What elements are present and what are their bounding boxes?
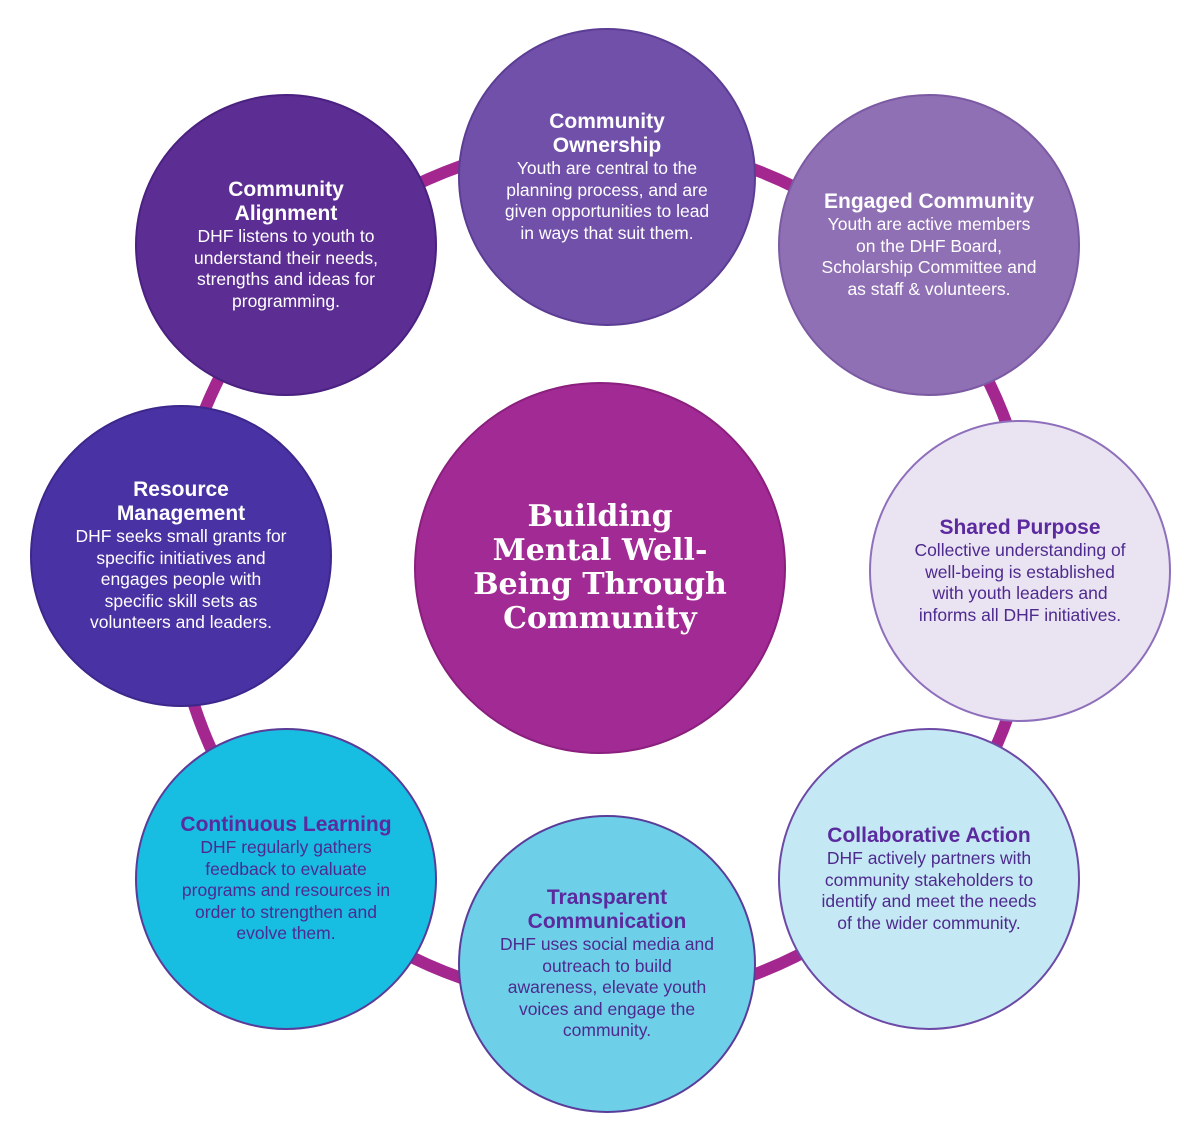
- center-title: Building Mental Well-Being Through Commu…: [473, 499, 727, 636]
- node-description: DHF listens to youth to understand their…: [194, 226, 378, 311]
- node-collaborative-action: Collaborative Action DHF actively partne…: [778, 728, 1080, 1030]
- node-description: DHF regularly gathers feedback to evalua…: [181, 837, 391, 944]
- node-title: Community Ownership: [549, 110, 665, 157]
- node-description: Youth are active members on the DHF Boar…: [821, 214, 1037, 299]
- node-description: Youth are central to the planning proces…: [504, 158, 710, 243]
- node-shared-purpose: Shared Purpose Collective understanding …: [869, 420, 1171, 722]
- node-transparent-communication: Transparent Communication DHF uses socia…: [458, 815, 756, 1113]
- node-title: Shared Purpose: [939, 516, 1101, 539]
- node-title: Engaged Community: [823, 190, 1034, 213]
- node-description: Collective understanding of well-being i…: [914, 540, 1126, 625]
- node-community-alignment: Community Alignment DHF listens to youth…: [135, 94, 437, 396]
- node-description: DHF uses social media and outreach to bu…: [500, 934, 714, 1041]
- node-title: Transparent Communication: [527, 886, 687, 934]
- node-description: DHF actively partners with community sta…: [821, 848, 1037, 933]
- center-hub: Building Mental Well-Being Through Commu…: [414, 382, 786, 754]
- node-title: Resource Management: [116, 478, 246, 526]
- node-continuous-learning: Continuous Learning DHF regularly gather…: [135, 728, 437, 1030]
- node-title: Continuous Learning: [180, 813, 392, 837]
- node-resource-management: Resource Management DHF seeks small gran…: [30, 405, 332, 707]
- node-engaged-community: Engaged Community Youth are active membe…: [778, 94, 1080, 396]
- node-community-ownership: Community Ownership Youth are central to…: [458, 28, 756, 326]
- node-description: DHF seeks small grants for specific init…: [75, 526, 287, 633]
- node-title: Community Alignment: [228, 178, 344, 225]
- node-title: Collaborative Action: [827, 824, 1031, 847]
